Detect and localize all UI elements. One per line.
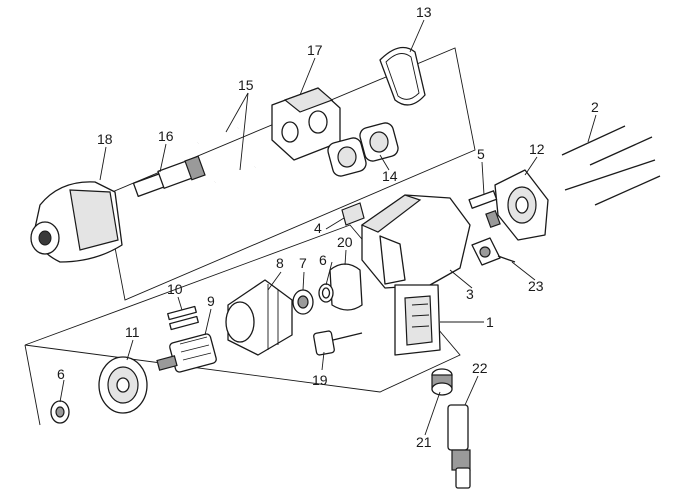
callout-11: 11 (125, 324, 140, 340)
motor-assembly-frame (24, 224, 461, 393)
callout-8: 8 (276, 255, 284, 271)
nameplate-part (341, 202, 365, 226)
rear-bearing-part (50, 400, 70, 424)
callout-20: 20 (337, 234, 353, 250)
rubber-boot-part (30, 181, 123, 263)
hammers-part (327, 122, 399, 177)
callout-22: 22 (472, 360, 488, 376)
callout-7: 7 (299, 255, 307, 271)
callout-10: 10 (167, 281, 183, 297)
callout-6-lower: 6 (57, 366, 65, 382)
snap-ring-part (318, 283, 334, 303)
housing-part (360, 194, 471, 356)
rear-plate-part (98, 356, 148, 414)
callout-14: 14 (382, 168, 398, 184)
callout-4: 4 (314, 220, 322, 236)
callout-1: 1 (486, 314, 494, 330)
callout-2: 2 (591, 99, 599, 115)
callout-19: 19 (312, 372, 328, 388)
anvil-part (132, 155, 206, 198)
rotor-part (156, 333, 217, 373)
bearing-part (292, 289, 314, 315)
callout-13: 13 (416, 4, 432, 20)
callout-5: 5 (477, 146, 485, 162)
frame-edge (24, 344, 41, 426)
callout-18: 18 (97, 131, 113, 147)
trigger-part (313, 330, 363, 356)
callout-9: 9 (207, 293, 215, 309)
callout-15: 15 (238, 77, 254, 93)
gasket-part (379, 46, 426, 106)
hammer-cage-part (271, 87, 341, 161)
callout-17: 17 (307, 42, 323, 58)
callout-23: 23 (528, 278, 544, 294)
hammer-assembly-frame (104, 47, 476, 301)
cylinder-part (225, 279, 293, 356)
rear-cover-part (494, 169, 549, 241)
cylinder-gasket-part (329, 263, 363, 311)
air-fitting-part (447, 404, 471, 489)
regulator-part (471, 237, 516, 266)
hammer-pins-part (197, 126, 256, 184)
leader-lines (59, 19, 597, 436)
callout-12: 12 (529, 141, 545, 157)
reverse-valve-part (468, 190, 501, 229)
housing-bolts-part (561, 125, 661, 206)
callout-16: 16 (158, 128, 174, 144)
callout-21: 21 (416, 434, 432, 450)
rotor-vanes-part (167, 305, 199, 331)
callout-6-upper: 6 (319, 252, 327, 268)
callout-3: 3 (466, 286, 474, 302)
air-inlet-part (431, 368, 453, 396)
